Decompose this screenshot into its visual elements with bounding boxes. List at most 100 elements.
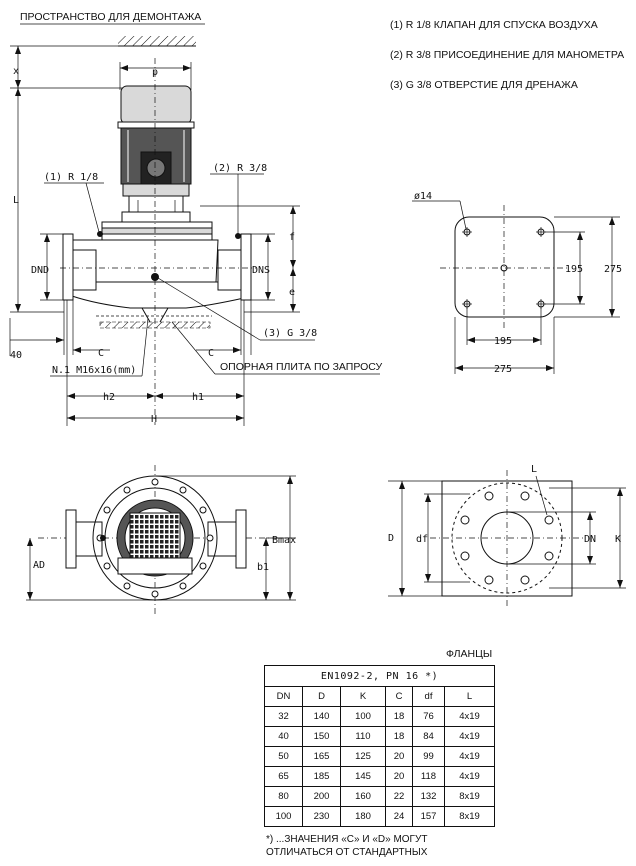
dismantle-space-label: ПРОСТРАНСТВО ДЛЯ ДЕМОНТАЖА xyxy=(20,11,201,23)
top-flange-right xyxy=(235,509,247,569)
cell: 32 xyxy=(264,706,303,727)
note-gauge-connection: (2) R 3/8 ПРИСОЕДИНЕНИЕ ДЛЯ МАНОМЕТРА xyxy=(390,49,625,61)
cell: 160 xyxy=(340,786,386,807)
footnote-line-2: ОТЛИЧАТЬСЯ ОТ СТАНДАРТНЫХ xyxy=(266,847,428,858)
cell: 80 xyxy=(264,786,303,807)
note-air-valve: (1) R 1/8 КЛАПАН ДЛЯ СПУСКА ВОЗДУХА xyxy=(390,19,598,31)
dim-h1: h1 xyxy=(192,392,204,403)
dim-C-right: C xyxy=(208,348,214,359)
col-header-DN: DN xyxy=(264,686,303,707)
pump-volute xyxy=(71,281,245,309)
cell: 200 xyxy=(302,786,341,807)
base-plate-view: ø14 195 275 195 275 xyxy=(412,191,622,375)
table-title: ФЛАНЦЫ xyxy=(446,648,493,660)
dim-flange-DN: DN xyxy=(584,534,596,545)
base-plate-outline xyxy=(454,216,555,318)
motor-top xyxy=(120,85,192,125)
dim-e: e xyxy=(289,287,295,298)
col-header-df: df xyxy=(412,686,445,707)
dim-195-horizontal: 195 xyxy=(494,336,512,347)
cell: 22 xyxy=(385,786,413,807)
dim-flange-df: df xyxy=(416,534,428,545)
fan-grille xyxy=(129,512,181,564)
flange-holes xyxy=(460,491,554,585)
cell: 99 xyxy=(412,746,445,767)
table-header: EN1092-2, PN 16 *) xyxy=(264,665,495,687)
front-view: ПРОСТРАНСТВО ДЛЯ ДЕМОНТАЖА x p xyxy=(9,11,383,426)
dim-x: x xyxy=(13,66,19,77)
top-flange-left xyxy=(65,509,77,569)
dim-Bmax: Bmax xyxy=(272,535,296,546)
cell: 180 xyxy=(340,806,386,827)
footnote: *) ...ЗНАЧЕНИЯ «C» И «D» МОГУТ ОТЛИЧАТЬС… xyxy=(266,833,427,859)
cell: 125 xyxy=(340,746,386,767)
dim-40: 40 xyxy=(10,350,22,361)
dim-L: L xyxy=(13,195,19,206)
cell: 84 xyxy=(412,726,445,747)
dim-275-horizontal: 275 xyxy=(494,364,512,375)
ceiling-hatch xyxy=(118,36,196,46)
dim-flange-D: D xyxy=(388,533,394,544)
dim-AD: AD xyxy=(33,560,45,571)
dim-hole-dia: ø14 xyxy=(414,191,432,202)
notes-list: (1) R 1/8 КЛАПАН ДЛЯ СПУСКА ВОЗДУХА (2) … xyxy=(390,10,624,100)
footnote-line-1: *) ...ЗНАЧЕНИЯ «C» И «D» МОГУТ xyxy=(266,834,428,845)
cell: 230 xyxy=(302,806,341,827)
col-header-K: K xyxy=(340,686,386,707)
dim-b1: b1 xyxy=(257,562,269,573)
note-drain-hole: (3) G 3/8 ОТВЕРСТИЕ ДЛЯ ДРЕНАЖА xyxy=(390,79,578,91)
col-header-D: D xyxy=(302,686,341,707)
cell: 65 xyxy=(264,766,303,787)
cell: 18 xyxy=(385,726,413,747)
cell: 40 xyxy=(264,726,303,747)
dim-DND: DND xyxy=(31,265,49,276)
cell: 4x19 xyxy=(444,746,495,767)
flange-view: L D df DN K xyxy=(388,464,626,608)
cell: 165 xyxy=(302,746,341,767)
cell: 8x19 xyxy=(444,786,495,807)
cell: 150 xyxy=(302,726,341,747)
cell: 4x19 xyxy=(444,766,495,787)
cell: 185 xyxy=(302,766,341,787)
cell: 4x19 xyxy=(444,706,495,727)
cell: 50 xyxy=(264,746,303,767)
dim-195-vertical: 195 xyxy=(565,264,583,275)
callout-base-plate: ОПОРНАЯ ПЛИТА ПО ЗАПРОСУ xyxy=(220,361,383,373)
cell: 140 xyxy=(302,706,341,727)
dim-275-vertical: 275 xyxy=(604,264,622,275)
cell: 20 xyxy=(385,766,413,787)
top-view: AD Bmax b1 xyxy=(26,465,296,615)
cell: 76 xyxy=(412,706,445,727)
cell: 100 xyxy=(264,806,303,827)
cell: 157 xyxy=(412,806,445,827)
dim-flange-L: L xyxy=(531,464,537,475)
callout-drain: (3) G 3/8 xyxy=(263,328,317,339)
cell: 145 xyxy=(340,766,386,787)
cell: 18 xyxy=(385,706,413,727)
cell: 8x19 xyxy=(444,806,495,827)
cell: 24 xyxy=(385,806,413,827)
flange-right xyxy=(240,233,252,301)
dim-C-left: C xyxy=(98,348,104,359)
cell: 100 xyxy=(340,706,386,727)
cell: 118 xyxy=(412,766,445,787)
cell: 110 xyxy=(340,726,386,747)
dim-DNS: DNS xyxy=(252,265,270,276)
dim-flange-K: K xyxy=(615,534,621,545)
motor-flange xyxy=(122,183,190,197)
col-header-C: C xyxy=(385,686,413,707)
col-header-L: L xyxy=(444,686,495,707)
flange-left xyxy=(62,233,74,301)
cell: 132 xyxy=(412,786,445,807)
cell: 4x19 xyxy=(444,726,495,747)
dim-h2: h2 xyxy=(103,392,115,403)
callout-gauge: (2) R 3/8 xyxy=(213,163,267,174)
